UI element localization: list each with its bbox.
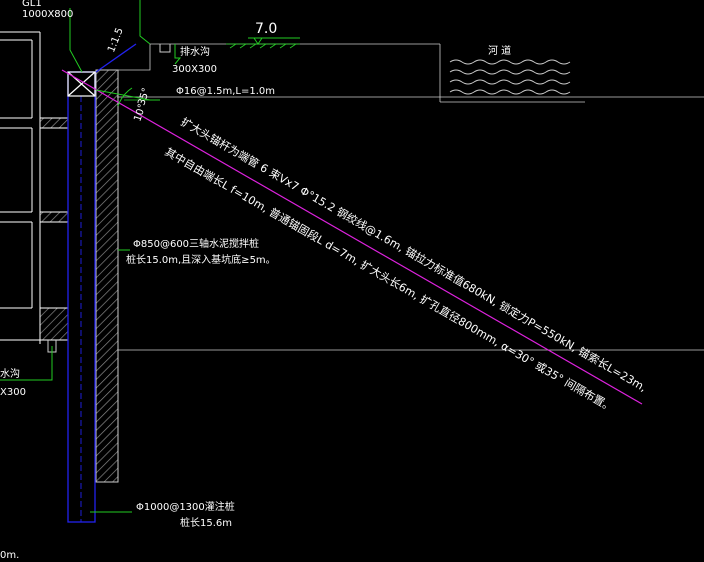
elevation-marker-icon (226, 37, 300, 49)
drain-ditch-symbol (159, 44, 171, 53)
cement-pile-note-label: 桩长15.0m,且深入基坑底≥5m。 (126, 253, 276, 266)
anchor-spec-line-2: 其中自由端长L f=10m, 普通锚固段L d=7m, 扩大头长6m, 扩孔直径… (163, 144, 617, 414)
elevation-label: 7.0 (255, 21, 277, 37)
river-label: 河 道 (488, 44, 511, 57)
soil-nail-label: Φ16@1.5m,L=1.0m (176, 86, 275, 97)
cement-pile-title-label: Φ850@600三轴水泥搅拌桩 (133, 237, 259, 250)
angle-35-label: 35° (136, 87, 152, 107)
leader-lines (0, 0, 182, 513)
left-ditch-size-label: X300 (0, 387, 26, 398)
anchor-cable-line (61, 69, 643, 405)
building-hatched-columns (39, 117, 69, 341)
cap-beam-size-label: 1000X800 (22, 9, 73, 20)
building-outline (0, 31, 68, 344)
drain-ditch-name-label: 排水沟 (180, 45, 210, 58)
drain-ditch-size-label: 300X300 (172, 64, 217, 75)
bored-pile-title-label: Φ1000@1300灌注桩 (136, 500, 235, 513)
river-wave-pattern (449, 59, 571, 95)
bottom-left-label: 0m. (0, 550, 19, 561)
angle-10-label: 10° (132, 103, 148, 123)
bored-pile-note-label: 桩长15.6m (180, 516, 232, 529)
cap-beam-name-label: GL1 (22, 0, 42, 9)
left-ditch-name-label: 水沟 (0, 367, 20, 380)
slope-ratio-label: 1:1.5 (106, 26, 126, 54)
cement-mixing-pile (95, 69, 119, 483)
